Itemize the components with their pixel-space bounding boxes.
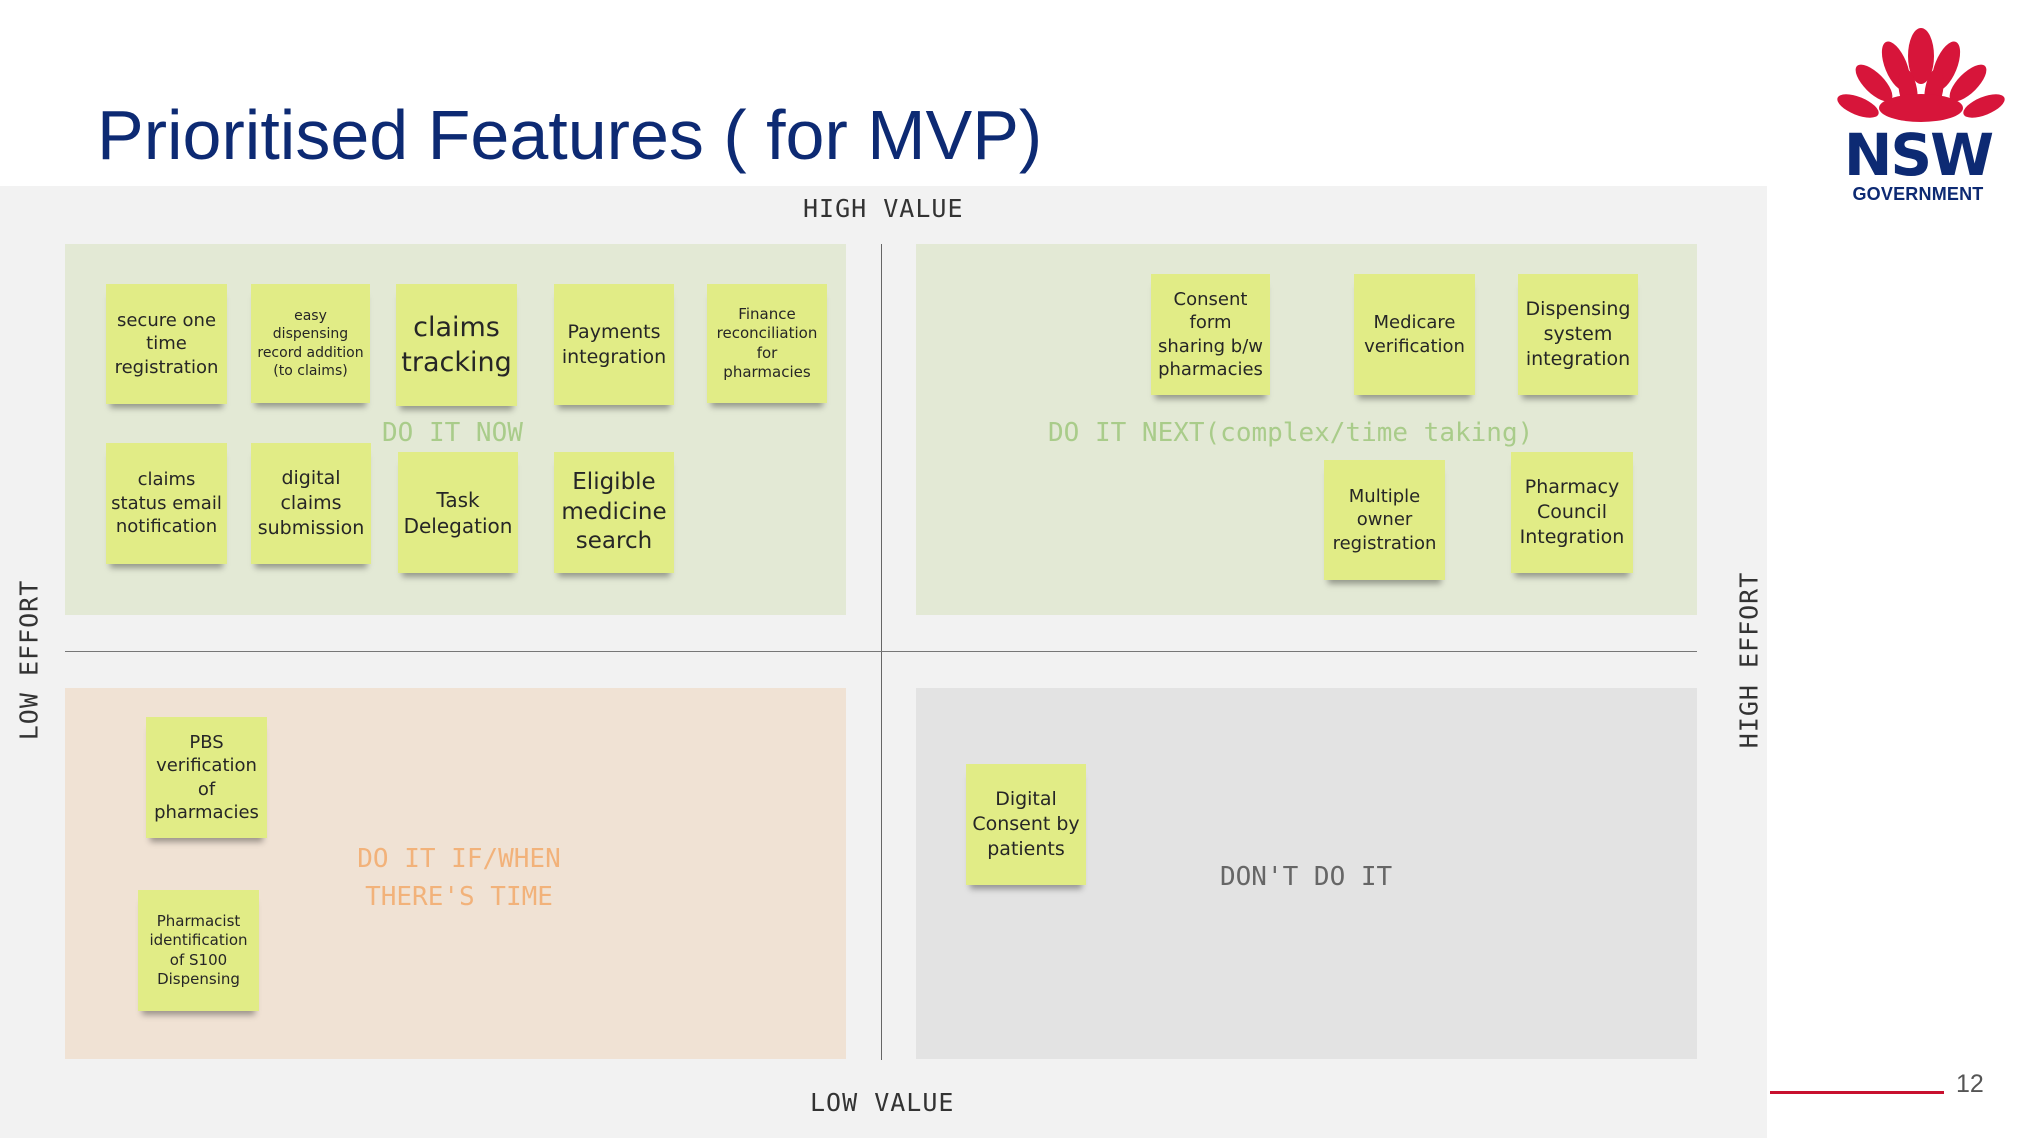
horizontal-axis-line: [65, 651, 1697, 652]
axis-label-low-value: LOW VALUE: [810, 1088, 955, 1117]
quadrant-label-do-it-next: DO IT NEXT(complex/time taking): [1048, 418, 1534, 448]
sticky-note[interactable]: claims tracking: [396, 284, 517, 406]
sticky-note[interactable]: Pharmacist identification of S100 Dispen…: [138, 890, 259, 1011]
logo-government-text: GOVERNMENT: [1852, 184, 1984, 204]
sticky-note[interactable]: Finance reconciliation for pharmacies: [707, 284, 827, 403]
sticky-note[interactable]: claims status email notification: [106, 443, 227, 564]
sticky-note[interactable]: Payments integration: [554, 284, 674, 405]
quadrant-label-do-it-if-time: DO IT IF/WHEN THERE'S TIME: [346, 840, 572, 916]
page-number: 12: [1956, 1070, 1984, 1098]
sticky-note[interactable]: Eligible medicine search: [554, 452, 674, 573]
sticky-note[interactable]: Pharmacy Council Integration: [1511, 452, 1633, 573]
slide-title: Prioritised Features ( for MVP): [97, 96, 1043, 174]
sticky-note[interactable]: Medicare verification: [1354, 274, 1475, 395]
sticky-note[interactable]: digital claims submission: [251, 443, 371, 564]
sticky-note[interactable]: Dispensing system integration: [1518, 274, 1638, 395]
sticky-note[interactable]: easy dispensing record addition (to clai…: [251, 284, 370, 403]
quadrant-label-do-it-if-time-line1: DO IT IF/WHEN: [357, 844, 561, 874]
vertical-axis-line: [881, 244, 882, 1060]
axis-label-low-effort: LOW EFFORT: [14, 579, 44, 741]
axis-label-high-effort: HIGH EFFORT: [1734, 571, 1764, 749]
quadrant-label-do-it-now: DO IT NOW: [382, 418, 523, 448]
sticky-note[interactable]: Multiple owner registration: [1324, 460, 1445, 580]
logo-nsw-text: NSW: [1843, 121, 1994, 189]
axis-label-high-value: HIGH VALUE: [803, 194, 964, 223]
nsw-waratah-logo-icon: [1837, 28, 2005, 122]
sticky-note[interactable]: Consent form sharing b/w pharmacies: [1151, 274, 1270, 395]
sticky-note[interactable]: PBS verification of pharmacies: [146, 717, 267, 838]
sticky-note[interactable]: Task Delegation: [398, 452, 518, 573]
quadrant-label-dont-do-it: DON'T DO IT: [1220, 862, 1393, 892]
sticky-note[interactable]: secure one time registration: [106, 284, 227, 404]
sticky-note[interactable]: Digital Consent by patients: [966, 764, 1086, 885]
quadrant-label-do-it-if-time-line2: THERE'S TIME: [365, 882, 553, 912]
page-number-rule: [1770, 1091, 1944, 1094]
